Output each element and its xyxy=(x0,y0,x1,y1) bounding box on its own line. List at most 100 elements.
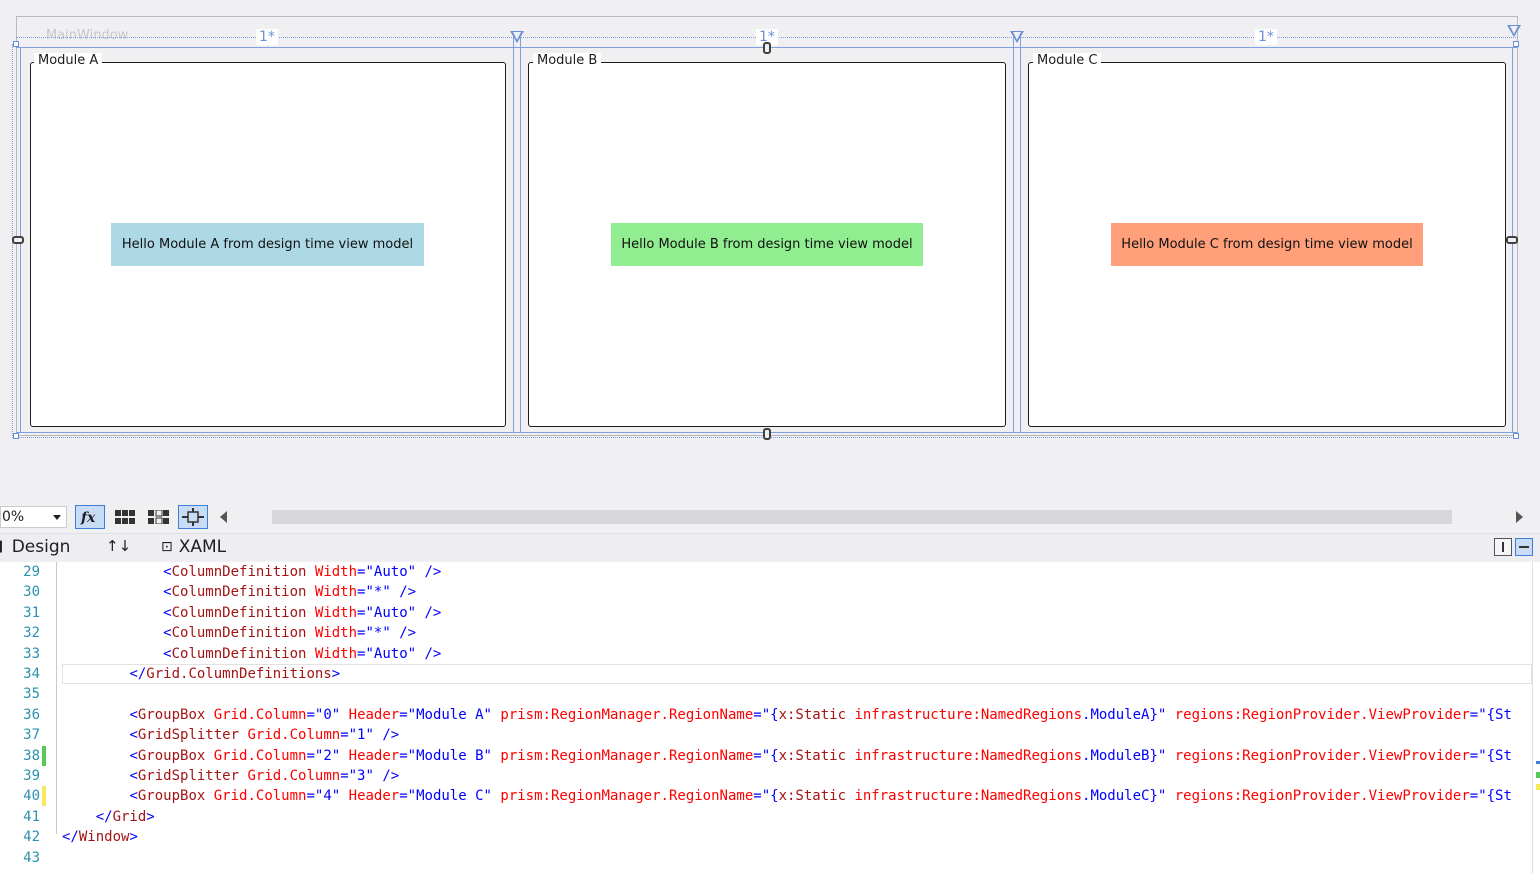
code-line[interactable]: 35 xyxy=(0,684,1540,704)
code-text: </Grid> xyxy=(95,808,155,825)
tab-xaml-label: XAML xyxy=(178,537,227,557)
svg-text:fx: fx xyxy=(80,510,96,525)
tab-design[interactable]: ▌ Design xyxy=(0,537,70,557)
line-number: 38 xyxy=(23,747,40,764)
snap-grid-icon[interactable] xyxy=(144,505,174,529)
code-line[interactable]: 40 <GroupBox Grid.Column="4" Header="Mod… xyxy=(0,786,1540,807)
code-line[interactable]: 31 <ColumnDefinition Width="Auto" /> xyxy=(0,603,1540,623)
xaml-icon: ⊡ xyxy=(161,539,173,555)
module-b-message[interactable]: Hello Module B from design time view mod… xyxy=(611,223,923,266)
resize-handle-bottom-left[interactable] xyxy=(13,433,19,439)
code-text: <GroupBox Grid.Column="4" Header="Module… xyxy=(129,788,1512,805)
line-number: 40 xyxy=(23,788,40,805)
margin-link-right-icon[interactable] xyxy=(1506,236,1518,244)
code-line[interactable]: 30 <ColumnDefinition Width="*" /> xyxy=(0,582,1540,602)
scrollbar-caret-marker xyxy=(1536,761,1540,764)
scrollbar-change-marker-yellow xyxy=(1536,784,1540,790)
code-text: <ColumnDefinition Width="*" /> xyxy=(163,584,417,601)
xaml-editor[interactable]: 29 <ColumnDefinition Width="Auto" />30 <… xyxy=(0,562,1540,874)
code-text: <GridSplitter Grid.Column="1" /> xyxy=(129,727,400,744)
code-line[interactable]: 38 <GroupBox Grid.Column="2" Header="Mod… xyxy=(0,745,1540,766)
design-surface[interactable]: MainWindow 1* 1* 1* Module A Hello Modul… xyxy=(0,0,1540,500)
code-line[interactable]: 42 </Window> xyxy=(0,827,1540,847)
line-number: 37 xyxy=(23,727,40,744)
code-line[interactable]: 36 <GroupBox Grid.Column="0" Header="Mod… xyxy=(0,705,1540,725)
scroll-right-icon[interactable] xyxy=(1516,511,1523,523)
code-line[interactable]: 39 <GridSplitter Grid.Column="3" /> xyxy=(0,766,1540,786)
code-text: <ColumnDefinition Width="Auto" /> xyxy=(163,604,442,621)
line-number: 41 xyxy=(23,808,40,825)
groupbox-header-module-b: Module B xyxy=(533,53,602,69)
line-number: 29 xyxy=(23,564,40,580)
column-splitter-1-marker-icon[interactable] xyxy=(510,31,524,43)
column-splitter-1-right xyxy=(520,37,521,432)
line-number: 34 xyxy=(23,666,40,682)
line-number: 31 xyxy=(23,604,40,621)
line-number: 32 xyxy=(23,625,40,642)
current-line-highlight xyxy=(62,664,1532,684)
design-icon: ▌ xyxy=(0,541,6,553)
scrollbar-change-marker-green xyxy=(1536,772,1540,778)
margin-link-left-icon[interactable] xyxy=(12,236,24,244)
groupbox-header-module-c: Module C xyxy=(1033,53,1102,69)
module-a-message[interactable]: Hello Module A from design time view mod… xyxy=(111,223,424,266)
tab-xaml[interactable]: ⊡ XAML xyxy=(161,537,226,557)
chevron-down-icon xyxy=(53,515,61,520)
margin-link-bottom-icon[interactable] xyxy=(763,428,771,440)
fx-icon[interactable]: fx xyxy=(75,505,105,529)
grid-icon[interactable] xyxy=(110,505,140,529)
code-text: <ColumnDefinition Width="Auto" /> xyxy=(163,564,442,580)
swap-panes-button[interactable]: ↑↓ xyxy=(106,537,131,555)
line-number: 36 xyxy=(23,706,40,723)
vertical-scrollbar[interactable] xyxy=(1532,562,1540,874)
snap-lines-icon[interactable] xyxy=(178,505,208,529)
line-number: 39 xyxy=(23,768,40,784)
code-line[interactable]: 33 <ColumnDefinition Width="Auto" /> xyxy=(0,644,1540,664)
resize-handle-bottom-right[interactable] xyxy=(1513,433,1519,439)
zoom-dropdown[interactable]: 0% xyxy=(0,506,67,528)
column-width-label-1[interactable]: 1* xyxy=(256,29,278,45)
margin-link-top-icon[interactable] xyxy=(763,42,771,54)
zoom-value: 0% xyxy=(2,509,25,525)
line-number: 35 xyxy=(23,686,40,703)
code-text: <ColumnDefinition Width="*" /> xyxy=(163,625,417,642)
window-title: MainWindow xyxy=(46,28,129,43)
change-marker-yellow xyxy=(42,786,46,807)
code-text: <ColumnDefinition Width="Auto" /> xyxy=(163,645,442,662)
view-tabstrip: ▌ Design ↑↓ ⊡ XAML xyxy=(0,533,1540,561)
code-text: </Window> xyxy=(62,829,138,846)
resize-handle-top-left[interactable] xyxy=(13,41,19,47)
code-line[interactable]: 34 </Grid.ColumnDefinitions> xyxy=(0,664,1540,684)
scroll-left-icon[interactable] xyxy=(220,511,227,523)
line-number: 42 xyxy=(23,829,40,846)
code-line[interactable]: 41 </Grid> xyxy=(0,807,1540,827)
column-splitter-1-left xyxy=(513,37,514,432)
code-text: <GridSplitter Grid.Column="3" /> xyxy=(129,768,400,784)
resize-handle-top-right[interactable] xyxy=(1513,41,1519,47)
horizontal-scrollbar[interactable] xyxy=(272,510,1452,524)
code-text: <GroupBox Grid.Column="2" Header="Module… xyxy=(129,747,1512,764)
line-number: 43 xyxy=(23,849,40,866)
tab-design-label: Design xyxy=(11,537,71,557)
code-line[interactable]: 37 <GridSplitter Grid.Column="1" /> xyxy=(0,725,1540,745)
change-marker-green xyxy=(42,745,46,766)
column-width-label-3[interactable]: 1* xyxy=(1255,29,1277,45)
column-end-marker-icon[interactable] xyxy=(1507,25,1521,37)
column-splitter-2-right xyxy=(1020,37,1021,432)
code-line[interactable]: 32 <ColumnDefinition Width="*" /> xyxy=(0,623,1540,643)
line-number: 33 xyxy=(23,645,40,662)
code-text: <GroupBox Grid.Column="0" Header="Module… xyxy=(129,706,1512,723)
line-number: 30 xyxy=(23,584,40,601)
code-line[interactable]: 43 xyxy=(0,848,1540,868)
column-splitter-2-left xyxy=(1013,37,1014,432)
horizontal-split-button[interactable] xyxy=(1515,538,1533,556)
column-width-label-2[interactable]: 1* xyxy=(756,29,778,45)
code-line[interactable]: 29 <ColumnDefinition Width="Auto" /> xyxy=(0,562,1540,582)
vertical-split-button[interactable] xyxy=(1494,538,1512,556)
designer-toolbar: 0% fx xyxy=(0,503,1540,531)
groupbox-header-module-a: Module A xyxy=(34,53,103,69)
swap-panes-icon: ↑↓ xyxy=(106,537,132,555)
column-splitter-2-marker-icon[interactable] xyxy=(1010,31,1024,43)
module-c-message[interactable]: Hello Module C from design time view mod… xyxy=(1111,223,1423,266)
editor-gutter-divider xyxy=(56,562,57,834)
